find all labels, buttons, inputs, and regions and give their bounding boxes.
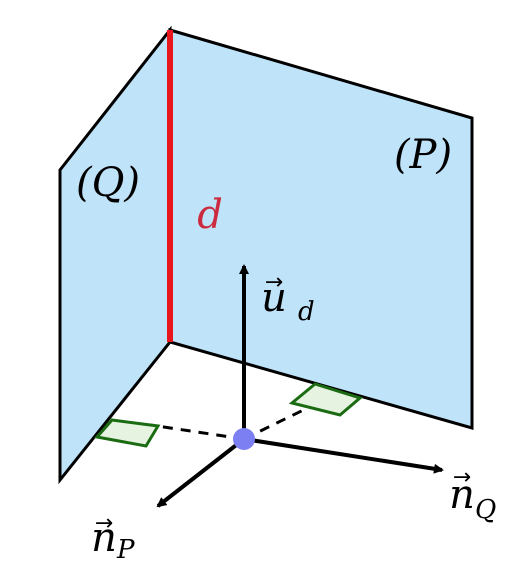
plane-p-label: (P) <box>394 132 452 178</box>
vector-np-subscript: P <box>116 535 135 565</box>
vector-np-symbol: n <box>91 515 117 561</box>
vector-np-arrow <box>156 437 246 508</box>
right-angle-marker-p <box>288 382 364 417</box>
vector-nq-arrow <box>243 437 444 474</box>
line-d-label: d <box>197 192 223 238</box>
plane-q-label: (Q) <box>76 160 140 206</box>
vector-nq-label: → n Q <box>449 465 496 525</box>
vector-ud-arrow-symbol: → <box>265 270 283 295</box>
vector-np-arrow-symbol: → <box>95 511 113 536</box>
intersection-point <box>233 428 255 450</box>
vector-np-label: → n P <box>91 511 135 565</box>
vector-ud-symbol: u <box>261 275 287 321</box>
plane-q <box>58 25 172 485</box>
vector-nq-subscript: Q <box>475 495 496 525</box>
vector-nq-symbol: n <box>449 472 475 518</box>
vector-ud-subscript: d <box>298 297 315 327</box>
right-angle-marker-q <box>94 418 161 448</box>
vector-nq-arrow-symbol: → <box>453 465 471 490</box>
dashed-line-left <box>149 423 245 441</box>
vector-ud-label: → u d <box>261 270 315 327</box>
